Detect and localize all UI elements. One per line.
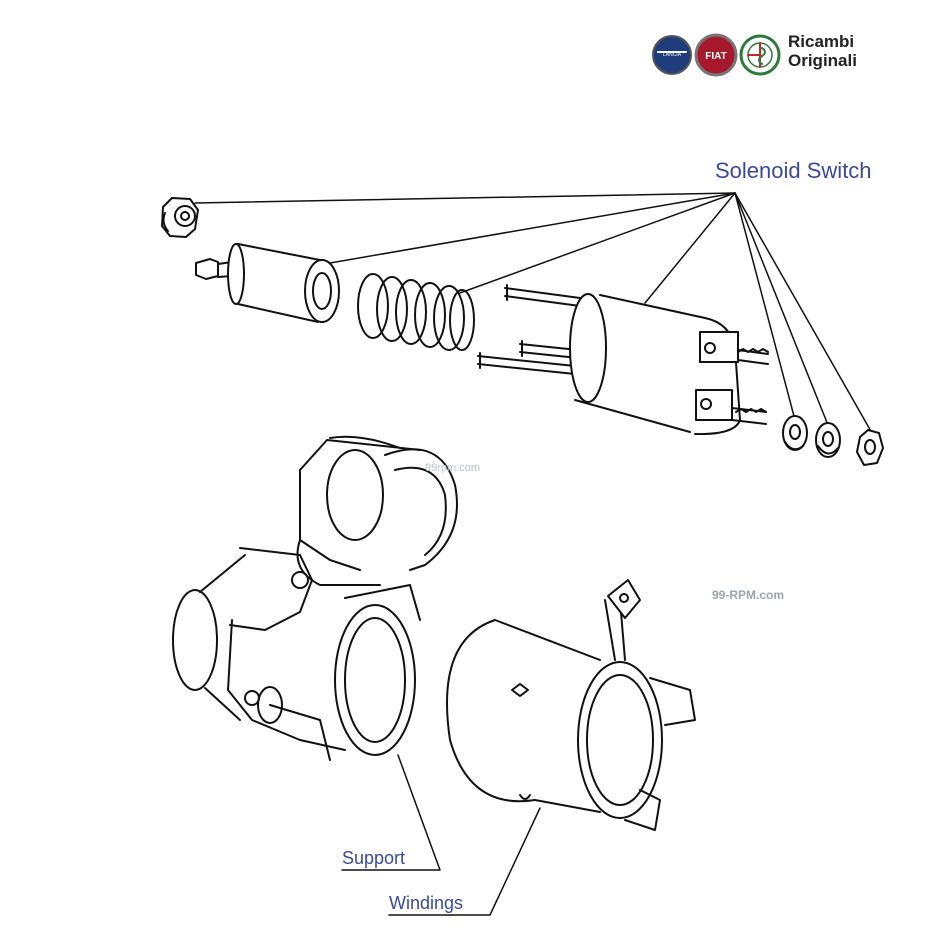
solenoid-switch-label: Solenoid Switch [715, 158, 872, 183]
support-label: Support [342, 848, 406, 868]
flat-washer [782, 415, 808, 451]
lock-washer [815, 422, 841, 458]
plunger [195, 243, 340, 323]
lancia-logo: LANCIA [652, 35, 692, 75]
brand-line-originali: Originali [788, 51, 857, 70]
watermark-top: 99rpm.com [425, 462, 481, 474]
cap-nut [161, 197, 199, 238]
lancia-logo-text: LANCIA [663, 52, 682, 58]
fiat-logo-text: FIAT [705, 51, 726, 62]
windings-label: Windings [389, 893, 464, 913]
solenoid-switch-body [477, 284, 769, 436]
support-housing [172, 435, 458, 761]
fiat-logo: FIAT [694, 33, 738, 77]
windings-leader-line [388, 807, 541, 916]
support-leader-line [341, 754, 441, 871]
alfa-romeo-logo [739, 34, 781, 76]
brand-text: Ricambi Originali [788, 32, 857, 70]
brand-line-ricambi: Ricambi [788, 32, 855, 51]
windings-housing [446, 579, 696, 831]
watermark-mid: 99-RPM.com [712, 588, 785, 602]
return-spring [357, 273, 475, 351]
hex-nut [856, 429, 884, 466]
solenoid-leader-lines [194, 192, 873, 434]
